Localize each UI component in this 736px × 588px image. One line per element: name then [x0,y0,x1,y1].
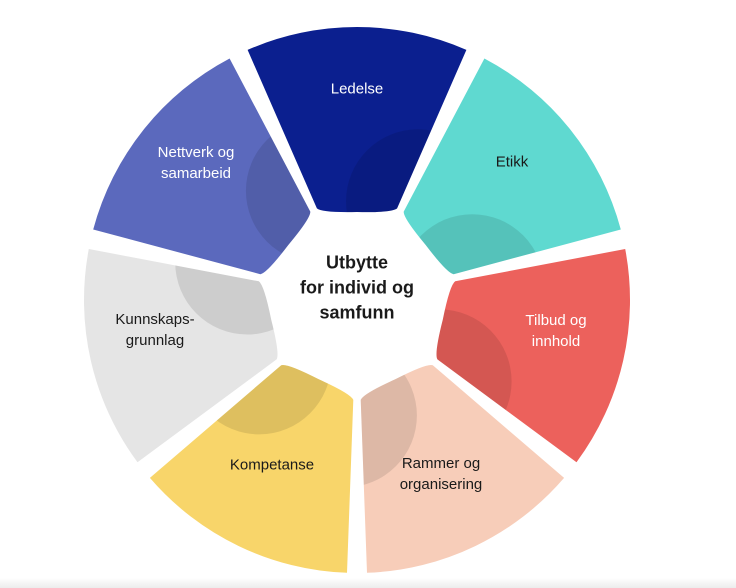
segment-kunnskap [83,249,278,463]
segment-label-rammer-og-organisering: Rammer og organisering [399,455,483,493]
segment-label-ledelse: Ledelse [330,80,384,98]
segment-kompetanse [149,364,354,573]
segment-label-etikk: Etikk [495,153,529,171]
segment-overlap-etikk [403,214,545,275]
segment-label-nettverk-og-samarbeid: Nettverk og samarbeid [157,144,235,182]
segment-tilbud [436,249,631,463]
segment-nettverk [93,58,311,275]
segment-label-kunnskapsgrunnlag: Kunnskaps- grunnlag [115,311,195,349]
segment-ledelse [247,27,467,213]
center-label: Utbytte for individ og samfunn [300,252,414,323]
segment-label-tilbud-og-innhold: Tilbud og innhold [525,312,587,350]
segment-label-kompetanse: Kompetanse [229,456,315,474]
segment-etikk [403,58,621,275]
segment-rammer [360,364,565,573]
bottom-fade [0,578,736,588]
